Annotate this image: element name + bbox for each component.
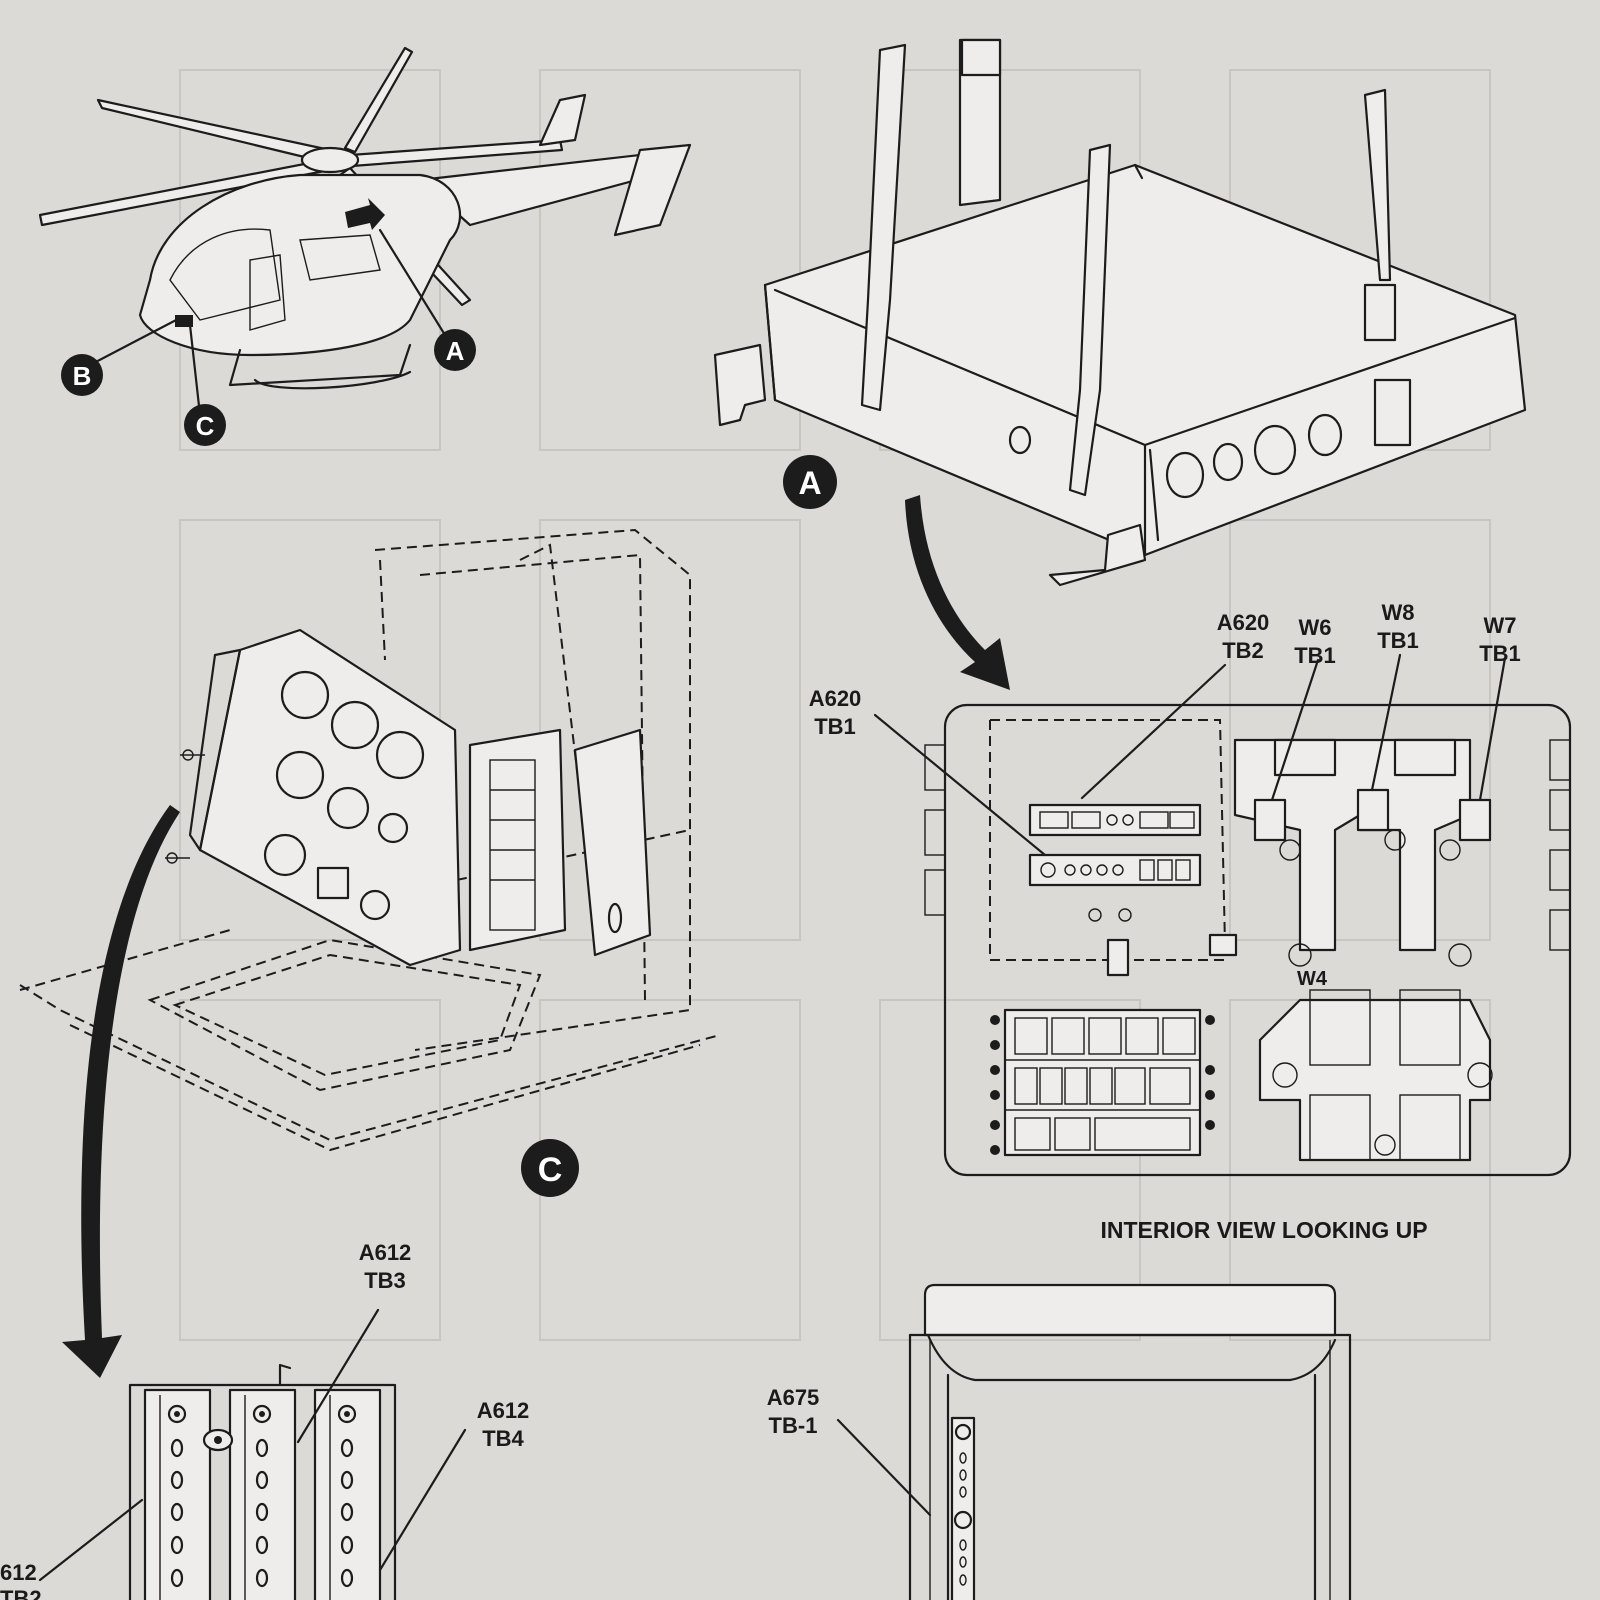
label-w4: W4 [1297, 968, 1328, 990]
callout-a: A [434, 329, 476, 371]
interior-view-panel [924, 703, 1572, 1177]
junction-box-a [713, 38, 1527, 587]
caption-interior-view: INTERIOR VIEW LOOKING UP [1100, 1217, 1427, 1243]
callout-b: B [61, 354, 103, 396]
callout-detail-a-text: A [798, 465, 821, 501]
curved-arrow-c [62, 805, 180, 1378]
callout-detail-a: A [783, 455, 837, 509]
callout-detail-c-text: C [538, 1151, 563, 1189]
terminal-board-a612 [128, 1363, 397, 1600]
callout-a-text: A [446, 336, 465, 366]
curved-arrow-a [905, 495, 1010, 690]
callout-c-text: C [196, 411, 215, 441]
box-a675 [908, 1283, 1352, 1600]
helicopter-illustration [38, 46, 692, 417]
panel-assembly-c [19, 528, 721, 1152]
callout-detail-c: C [521, 1139, 579, 1197]
callout-c: C [184, 404, 226, 446]
callout-b-text: B [73, 361, 92, 391]
